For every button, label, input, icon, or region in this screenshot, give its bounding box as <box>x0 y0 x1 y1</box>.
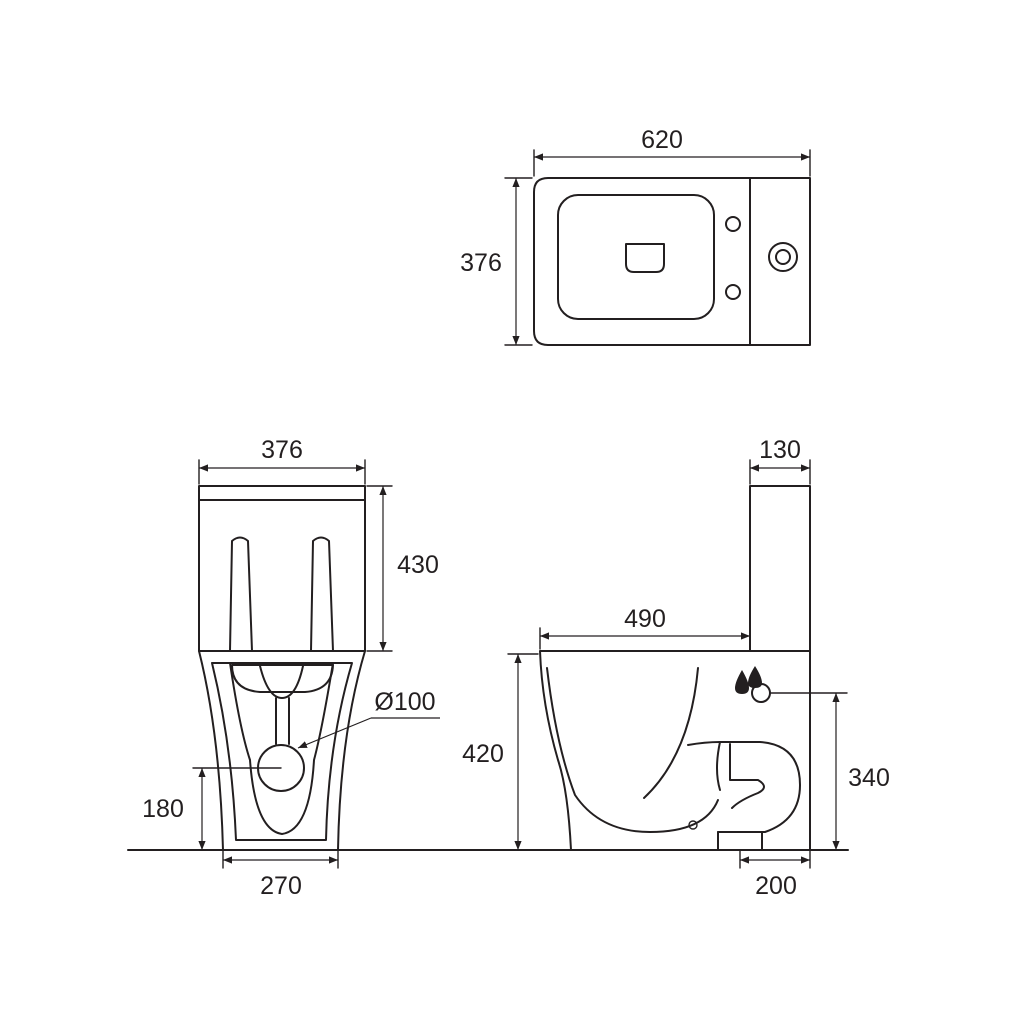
front-view: 376 430 Ø100 180 270 <box>142 436 440 900</box>
side-view: 130 490 420 340 200 <box>462 436 890 900</box>
dimension-outlet-diameter: Ø100 <box>297 688 440 749</box>
dimension-inlet-height: 340 <box>769 692 890 850</box>
top-view-outline <box>533 177 811 346</box>
label-seat-height: 420 <box>462 740 504 768</box>
label-top-width: 620 <box>641 126 683 154</box>
side-view-outline <box>539 485 811 851</box>
top-view: 620 376 <box>460 126 811 346</box>
label-outlet-offset: 200 <box>755 872 797 900</box>
label-inlet-height: 340 <box>848 764 890 792</box>
label-outlet-height: 180 <box>142 795 184 823</box>
label-front-width: 376 <box>261 436 303 464</box>
label-tank-depth: 130 <box>759 436 801 464</box>
dimension-seat-height: 420 <box>462 653 539 850</box>
dimension-outlet-offset: 200 <box>739 849 811 900</box>
dimension-tank-depth: 130 <box>749 436 811 485</box>
label-bowl-length: 490 <box>624 605 666 633</box>
dimension-base-width: 270 <box>222 849 339 900</box>
dimension-bowl-length: 490 <box>539 605 750 650</box>
label-top-depth: 376 <box>460 249 502 277</box>
label-outlet-diameter: Ø100 <box>374 688 435 716</box>
label-base-width: 270 <box>260 872 302 900</box>
water-drops-icon <box>735 666 762 694</box>
dimension-top-width: 620 <box>533 126 811 177</box>
dimension-outlet-height: 180 <box>142 767 282 850</box>
label-tank-height: 430 <box>397 551 439 579</box>
dimension-tank-height: 430 <box>366 485 439 652</box>
dimension-front-width: 376 <box>198 436 366 485</box>
dimension-top-depth: 376 <box>460 177 533 346</box>
front-view-outline <box>198 485 366 851</box>
